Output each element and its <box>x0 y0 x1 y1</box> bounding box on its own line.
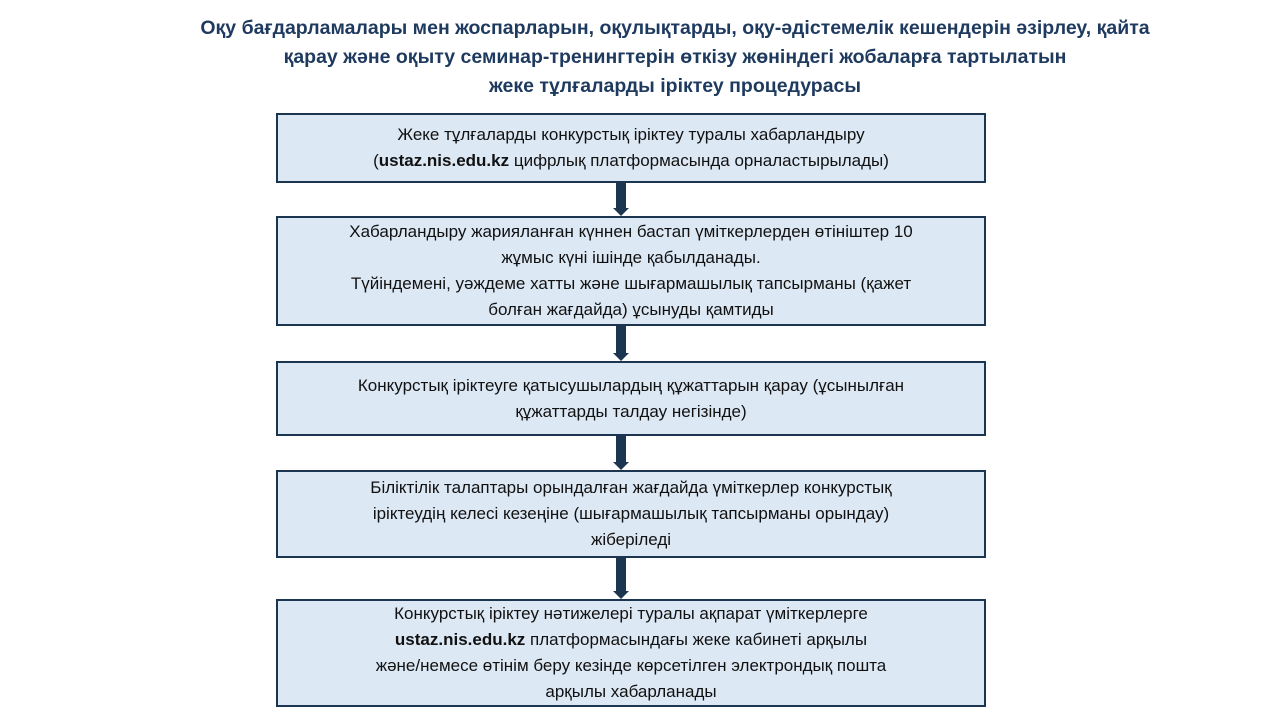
step-text: Конкурстық іріктеуге қатысушылардың құжа… <box>357 375 905 395</box>
step-text: Конкурстық іріктеу нәтижелері туралы ақп… <box>394 604 868 623</box>
step-applications: Хабарландыру жарияланған күннен бастап ү… <box>276 216 986 326</box>
title-line: жеке тұлғаларды іріктеу процедурасы <box>488 75 862 97</box>
step-announcement: Жеке тұлғаларды конкурстық іріктеу турал… <box>276 113 986 183</box>
step-text: платформасындағы жеке кабинеті арқылы <box>525 630 868 649</box>
step-text: және/немесе өтінім беру кезінде көрсетіл… <box>375 656 887 675</box>
step-text: Түйіндемені, уәждеме хатты және шығармаш… <box>350 274 912 293</box>
step-document-review: Конкурстық іріктеуге қатысушылардың құжа… <box>276 361 986 436</box>
step-text: жіберіледі <box>590 530 672 549</box>
step-text: құжаттарды талдау негізінде) <box>515 401 747 421</box>
step-text: іріктеудің келесі кезеңіне (шығармашылық… <box>372 504 890 523</box>
step-text: болған жағдайда) ұсынуды қамтиды <box>488 300 774 319</box>
platform-url: ustaz.nis.edu.kz <box>394 630 526 649</box>
down-arrow-icon <box>613 436 629 470</box>
step-text: Біліктілік талаптары орындалған жағдайда… <box>370 478 892 497</box>
step-text: ( <box>373 151 379 170</box>
step-text: Хабарландыру жарияланған күннен бастап ү… <box>349 222 913 241</box>
step-text: ustaz.nis.edu.kz платформасындағы жеке к… <box>395 627 867 653</box>
step-text: цифрлық платформасында орналастырылады) <box>509 151 889 170</box>
step-text: Жеке тұлғаларды конкурстық іріктеу турал… <box>397 125 865 144</box>
platform-url: ustaz.nis.edu.kz <box>378 151 510 170</box>
step-text: арқылы хабарланады <box>545 682 717 701</box>
step-text: (ustaz.nis.edu.kz цифрлық платформасында… <box>373 148 889 174</box>
down-arrow-icon <box>613 326 629 361</box>
down-arrow-icon <box>613 558 629 599</box>
title-line: қарау және оқыту семинар-тренингтерін өт… <box>283 46 1067 68</box>
title-line: Оқу бағдарламалары мен жоспарларын, оқул… <box>200 17 1150 39</box>
step-results-notification: Конкурстық іріктеу нәтижелері туралы ақп… <box>276 599 986 707</box>
down-arrow-icon <box>613 183 629 216</box>
step-next-stage: Біліктілік талаптары орындалған жағдайда… <box>276 470 986 558</box>
page-title: Оқу бағдарламалары мен жоспарларын, оқул… <box>60 14 1280 101</box>
step-text: жұмыс күні ішінде қабылданады. <box>501 248 761 267</box>
